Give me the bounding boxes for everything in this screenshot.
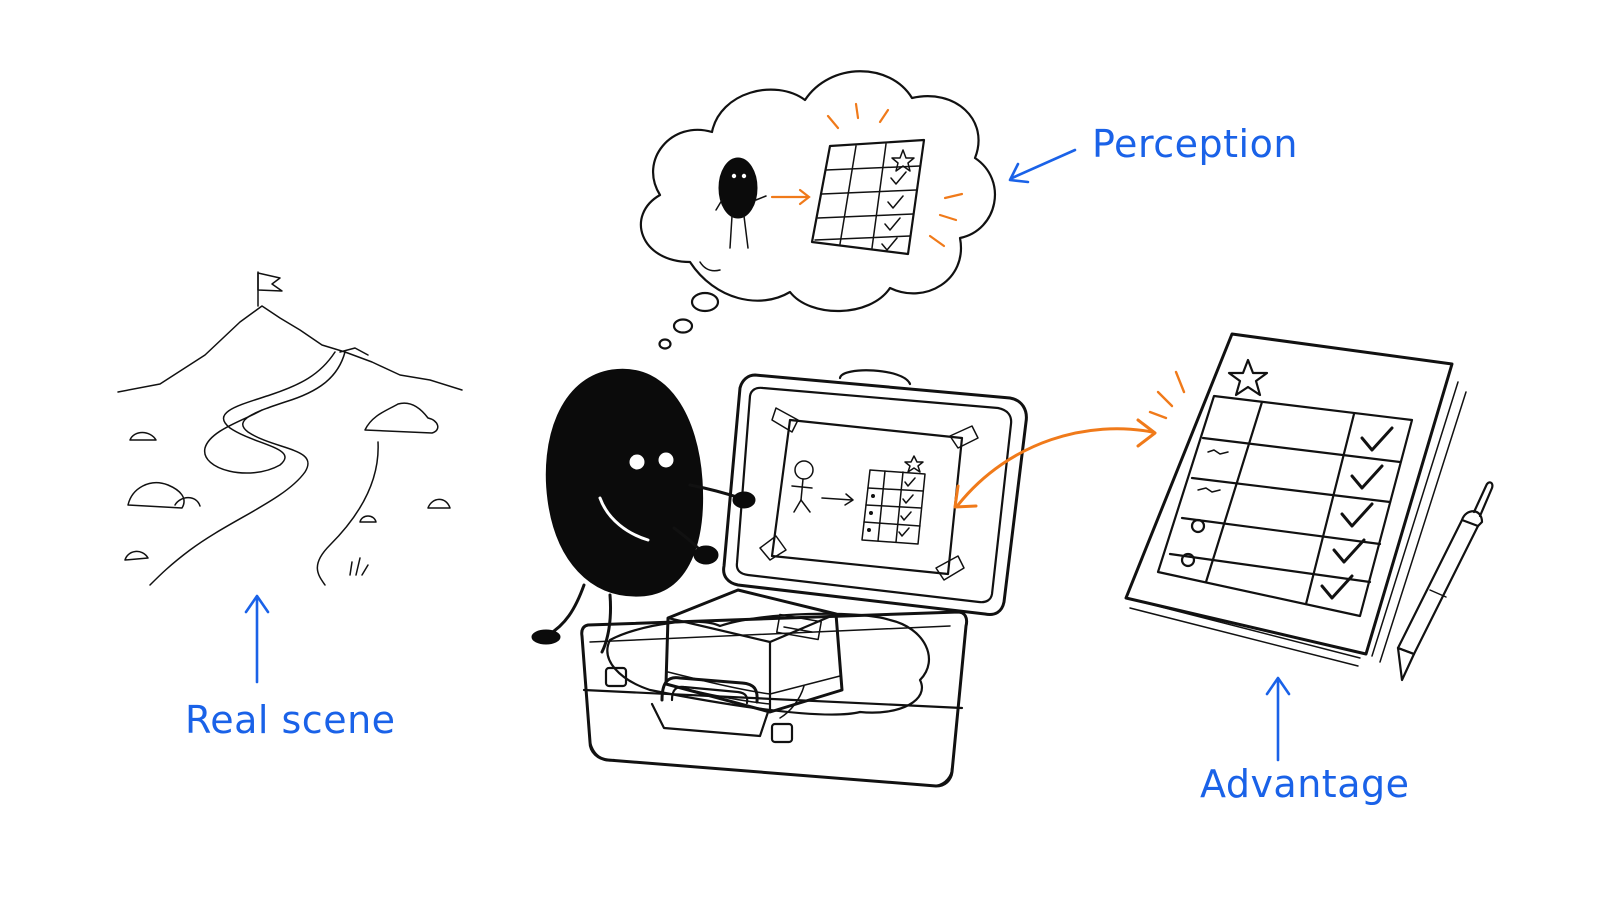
advantage-arrow [1265,676,1291,762]
perception-label: Perception [1092,122,1298,166]
thought-figure [715,157,767,249]
thought-arrow [770,188,811,206]
thought-highlight-rays [826,102,964,248]
real-scene-arrow [244,594,270,684]
flag-icon [257,271,283,307]
star-icon [1227,358,1269,397]
real-scene-sketch [117,271,463,586]
thought-cloud [640,70,997,350]
advantage-label: Advantage [1200,762,1410,806]
real-scene-label: Real scene [185,698,396,742]
comparison-arrow [953,418,1157,509]
blob-character [531,368,756,654]
pen-icon [1396,481,1494,682]
advantage-checklist [1124,332,1467,667]
thought-checklist [810,138,926,256]
checklist-highlight-rays [1148,370,1186,420]
perception-arrow [1008,148,1077,184]
suitcase [580,369,1028,788]
checkmark-icon [1320,426,1394,600]
star-icon [891,149,915,172]
